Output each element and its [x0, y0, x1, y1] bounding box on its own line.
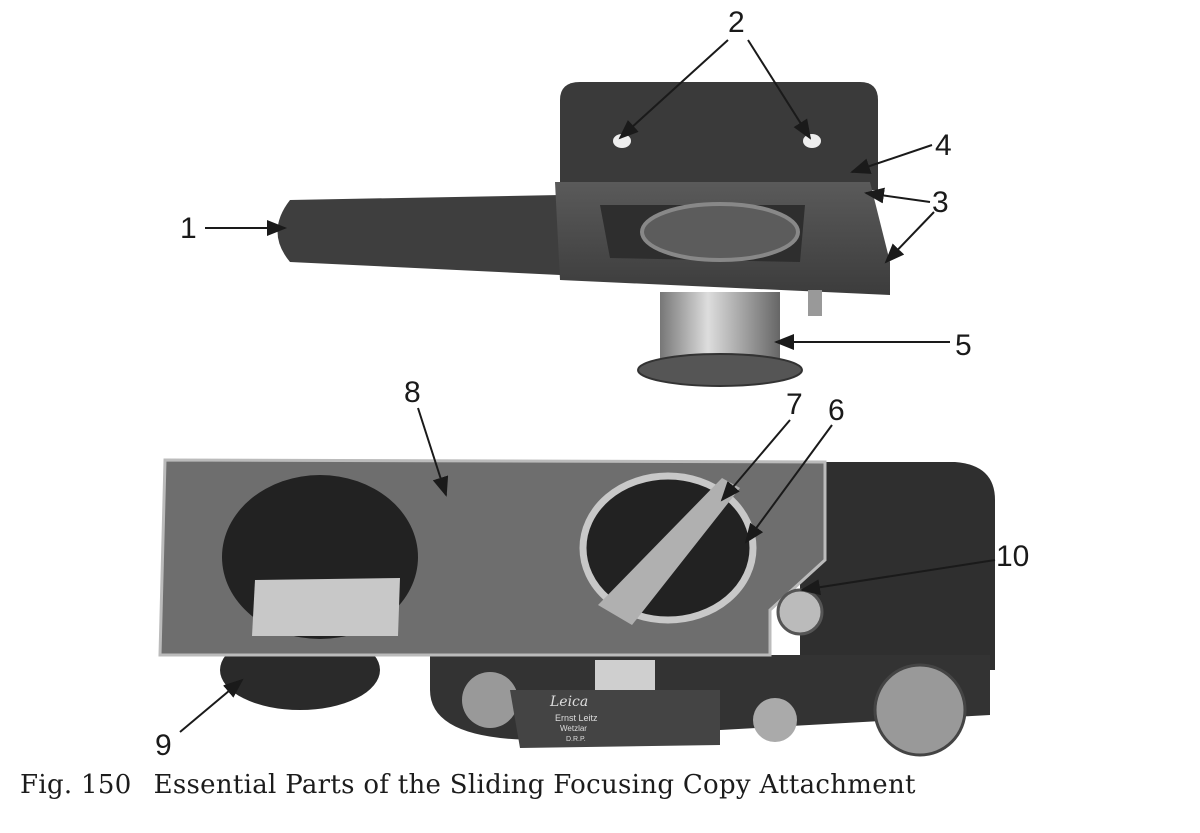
engraving-patent: D.R.P.: [566, 736, 586, 743]
focusing-attachment: [277, 82, 890, 387]
engraving-maker: Ernst Leitz: [555, 713, 598, 723]
callout-5: 5: [955, 329, 972, 362]
engraving-city: Wetzlar: [560, 724, 587, 733]
callout-6: 6: [828, 394, 845, 427]
engraving-brand: Leica: [549, 694, 588, 710]
callout-9: 9: [155, 729, 172, 762]
figure-photo: Leica Ernst Leitz Wetzlar D.R.P. 1 2 3 4…: [155, 6, 1029, 762]
figure-number: Fig. 150: [20, 770, 132, 800]
callout-2: 2: [728, 6, 745, 39]
callout-1: 1: [180, 212, 197, 245]
camera-with-slide: Leica Ernst Leitz Wetzlar D.R.P.: [158, 458, 995, 757]
figure-caption: Fig. 150 Essential Parts of the Sliding F…: [20, 770, 938, 800]
caption-text: Essential Parts of the Sliding Focusing …: [153, 770, 916, 800]
callout-arrows: [179, 39, 996, 733]
callout-7: 7: [786, 388, 803, 421]
callout-8: 8: [404, 376, 421, 409]
callout-4: 4: [935, 129, 952, 162]
callout-3: 3: [932, 186, 949, 219]
callout-10: 10: [996, 540, 1029, 573]
